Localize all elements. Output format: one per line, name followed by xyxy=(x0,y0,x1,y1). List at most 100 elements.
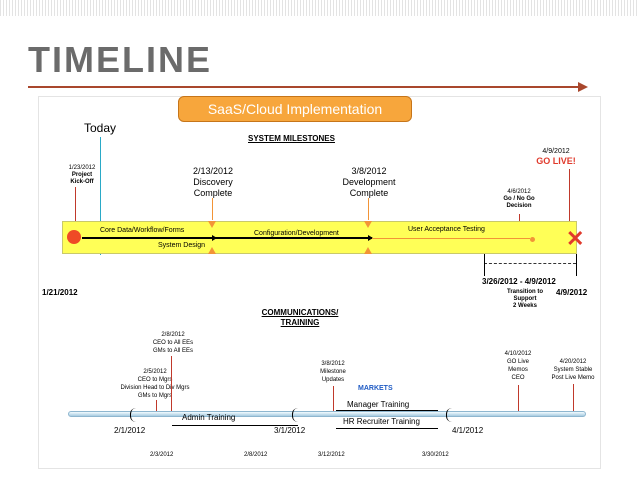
m1-top-marker-icon xyxy=(208,221,216,228)
slide-title: TIMELINE xyxy=(28,39,212,80)
gonogo-label-1: Go / No Go xyxy=(503,196,535,202)
comm-heading-1: COMMUNICATIONS/ xyxy=(261,308,339,317)
hr-training: HR Recruiter Training xyxy=(343,417,420,426)
golive-line xyxy=(569,169,570,227)
kickoff-label-2: Kick-Off xyxy=(70,179,94,185)
milestone-discovery: 2/13/2012 Discovery Complete xyxy=(184,166,242,199)
ev420-date: 4/20/2012 xyxy=(559,359,587,365)
ev420-line-2: Post Live Memo xyxy=(551,375,595,381)
axis-top-2: 3/1/2012 xyxy=(274,426,306,435)
ev420-line xyxy=(573,384,574,412)
ev38-line xyxy=(333,386,334,412)
phase-arrow-icon-2 xyxy=(368,235,373,241)
ev25-line-3: GMs to Mgrs xyxy=(137,393,173,399)
today-label: Today xyxy=(84,121,117,135)
m1-label-1: Discovery xyxy=(193,177,233,187)
event-4-20: 4/20/2012 System Stable Post Live Memo xyxy=(540,358,606,382)
ev28-date: 2/8/2012 xyxy=(161,332,185,338)
axis-tick-2 xyxy=(292,408,299,422)
kickoff-label-1: Project xyxy=(71,172,93,178)
m1-bottom-marker-icon xyxy=(208,247,216,254)
ev38-line-1: Milestone xyxy=(320,369,346,375)
golive-x-icon: ✕ xyxy=(566,226,585,251)
gonogo-event: 4/6/2012 Go / No Go Decision xyxy=(496,189,542,210)
ev410-line-1: GO Live xyxy=(506,359,529,365)
kickoff-date: 1/23/2012 xyxy=(68,165,96,171)
end-date: 4/9/2012 xyxy=(556,288,588,297)
axis-tick-1 xyxy=(130,408,137,422)
m2-label-2: Complete xyxy=(349,188,389,198)
kickoff-event: 1/23/2012 Project Kick-Off xyxy=(62,165,102,186)
event-2-5: 2/5/2012 CEO to Mgrs Division Head to Di… xyxy=(112,368,198,400)
axis-top-3: 4/1/2012 xyxy=(452,426,484,435)
transition-label-1: Transition to xyxy=(507,289,543,295)
golive-event: 4/9/2012 GO LIVE! xyxy=(530,148,582,167)
ev25-line-2: Division Head to Div Mgrs xyxy=(120,385,190,391)
phase-arrow-icon-1 xyxy=(212,235,217,241)
ev410-date: 4/10/2012 xyxy=(504,351,532,357)
golive-date: 4/9/2012 xyxy=(542,148,570,155)
ev38-date: 3/8/2012 xyxy=(321,361,345,367)
header-stripe xyxy=(0,0,638,16)
phase-design: System Design xyxy=(158,242,206,249)
m2-top-marker-icon xyxy=(364,221,372,228)
system-milestones-heading: SYSTEM MILESTONES xyxy=(248,134,335,143)
start-date: 1/21/2012 xyxy=(42,288,78,297)
axis-bottom-3: 3/12/2012 xyxy=(318,452,345,458)
transition-label-2: Support xyxy=(513,296,537,302)
gonogo-label-2: Decision xyxy=(506,203,532,209)
milestone-development: 3/8/2012 Development Complete xyxy=(335,166,403,199)
today-line xyxy=(100,137,101,255)
comm-heading: COMMUNICATIONS/ TRAINING xyxy=(254,308,346,328)
gonogo-dot-icon xyxy=(530,237,535,242)
ev28-line-1: CEO to All EEs xyxy=(152,340,194,346)
admin-training: Admin Training xyxy=(182,413,236,422)
ev25-stem xyxy=(156,400,157,411)
admin-training-bar xyxy=(172,425,298,426)
kickoff-line xyxy=(75,187,76,229)
event-2-8: 2/8/2012 CEO to All EEs GMs to All EEs xyxy=(138,331,208,355)
transition-left-edge xyxy=(484,254,485,276)
event-4-10: 4/10/2012 GO Live Memos CEO xyxy=(496,350,540,382)
axis-bottom-1: 2/3/2012 xyxy=(150,452,174,458)
gonogo-date: 4/6/2012 xyxy=(507,189,531,195)
m2-date: 3/8/2012 xyxy=(351,166,387,176)
phase-core: Core Data/Workflow/Forms xyxy=(100,227,185,234)
subtitle-box: SaaS/Cloud Implementation xyxy=(178,96,412,122)
m1-date: 2/13/2012 xyxy=(192,166,234,176)
ev410-line-2: Memos xyxy=(508,367,528,373)
comm-heading-2: TRAINING xyxy=(280,318,320,327)
axis-tick-3 xyxy=(446,408,453,422)
transition-right-edge xyxy=(576,254,577,276)
event-3-8: 3/8/2012 Milestone Updates xyxy=(306,360,360,384)
m2-label-1: Development xyxy=(342,177,396,187)
ev28-line-2: GMs to All EEs xyxy=(152,348,193,354)
transition-dash xyxy=(484,263,576,264)
hr-training-bar xyxy=(336,428,438,429)
ev410-line xyxy=(518,385,519,412)
uat-line xyxy=(372,238,530,239)
ev25-date: 2/5/2012 xyxy=(143,369,167,375)
timeline-panel xyxy=(38,96,601,469)
manager-training: Manager Training xyxy=(347,400,410,409)
bottom-timeline-track xyxy=(68,411,586,417)
ev420-line-1: System Stable xyxy=(553,367,593,373)
ev25-line-1: CEO to Mgrs xyxy=(137,377,173,383)
m2-stem xyxy=(368,198,369,220)
m1-label-2: Complete xyxy=(193,188,233,198)
phase-uat: User Acceptance Testing xyxy=(408,226,485,233)
m1-stem xyxy=(212,198,213,220)
transition-label: Transition to Support 2 Weeks xyxy=(500,289,550,310)
ev38-line-2: Updates xyxy=(321,377,345,383)
transition-label-3: 2 Weeks xyxy=(513,303,537,309)
transition-range: 3/26/2012 - 4/9/2012 xyxy=(482,277,556,286)
title-underline xyxy=(28,86,584,88)
ev28-line xyxy=(171,356,172,411)
axis-bottom-4: 3/30/2012 xyxy=(422,452,449,458)
axis-top-1: 2/1/2012 xyxy=(114,426,146,435)
golive-label: GO LIVE! xyxy=(536,156,576,166)
phase-arrow-line xyxy=(82,237,372,239)
start-marker-icon xyxy=(67,230,81,244)
m2-bottom-marker-icon xyxy=(364,247,372,254)
phase-config: Configuration/Development xyxy=(254,230,339,237)
